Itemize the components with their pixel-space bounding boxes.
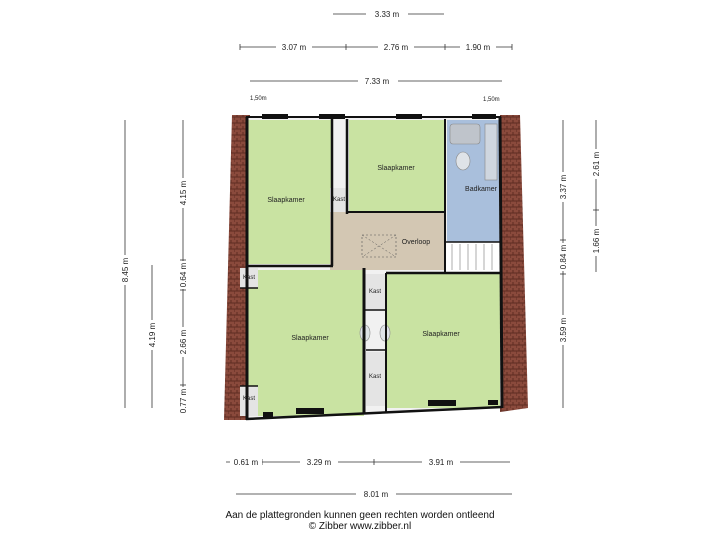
dim-top-333: 3.33 m [375, 10, 400, 19]
dim-top-150-left: 1,50m [250, 96, 267, 102]
dim-right-337: 3.37 m [559, 174, 568, 199]
floorplan: Slaapkamer Slaapkamer Badkamer Overloop … [224, 114, 528, 421]
dim-left-077: 0.77 m [179, 388, 188, 413]
dim-top-733: 7.33 m [365, 77, 390, 86]
roof-right [500, 115, 528, 412]
disclaimer-text: Aan de plattegronden kunnen geen rechten… [225, 510, 495, 521]
label-closet-4: Kast [369, 374, 381, 380]
label-closet-1: Kast [333, 197, 345, 203]
dim-bottom-801: 8.01 m [364, 490, 389, 499]
dim-right-359: 3.59 m [559, 317, 568, 342]
label-bedroom-sw: Slaapkamer [291, 335, 329, 342]
dim-right-084: 0.84 m [559, 244, 568, 269]
closet-1 [330, 188, 347, 212]
dim-bottom-061: 0.61 m [234, 458, 259, 467]
room-landing [330, 212, 446, 270]
label-landing: Overloop [402, 239, 431, 246]
label-closet-3: Kast [369, 289, 381, 295]
closet-5 [240, 386, 258, 416]
closet-3 [364, 274, 386, 310]
label-closet-5: Kast [243, 396, 255, 402]
dim-left-419: 4.19 m [148, 322, 157, 347]
label-bedroom-n: Slaapkamer [377, 165, 415, 172]
dim-top-276: 2.76 m [384, 43, 409, 52]
room-bedroom-sw [246, 270, 364, 416]
label-bedroom-nw: Slaapkamer [267, 197, 305, 204]
bath-sink [449, 123, 481, 145]
room-bedroom-nw [248, 120, 332, 264]
copyright-text: © Zibber www.zibber.nl [308, 521, 412, 532]
roof-left [224, 115, 250, 420]
left-dimensions [124, 120, 186, 408]
closet-2 [240, 268, 258, 288]
dim-left-064: 0.64 m [179, 262, 188, 287]
label-bathroom: Badkamer [465, 186, 498, 193]
room-bedroom-n [349, 120, 445, 212]
dim-left-415: 4.15 m [179, 180, 188, 205]
dim-right-166: 1.66 m [592, 228, 601, 253]
dim-top-307: 3.07 m [282, 43, 307, 52]
label-bedroom-se: Slaapkamer [422, 331, 460, 338]
windows [262, 114, 498, 417]
closet-4 [366, 352, 386, 406]
dim-top-190: 1.90 m [466, 43, 491, 52]
shower [484, 123, 498, 181]
dim-bottom-329: 3.29 m [307, 458, 332, 467]
dim-bottom-391: 3.91 m [429, 458, 454, 467]
dim-top-150-right: 1,50m [483, 97, 500, 103]
roof-hatch [361, 234, 397, 258]
dim-left-266: 2.66 m [179, 329, 188, 354]
room-bedroom-se [386, 274, 500, 408]
dim-left-845: 8.45 m [121, 257, 130, 282]
dim-right-261: 2.61 m [592, 151, 601, 176]
stair-steps [451, 244, 493, 270]
walls [240, 116, 504, 421]
toilet [455, 151, 471, 171]
label-closet-2: Kast [243, 275, 255, 281]
stairs [446, 242, 500, 272]
